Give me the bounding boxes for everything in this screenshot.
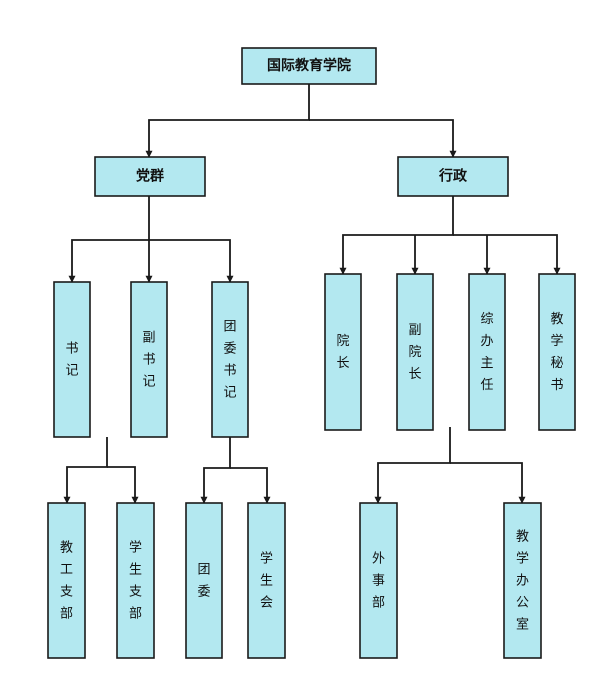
node-party: 党群 — [94, 156, 206, 197]
node-admin-label: 行政 — [438, 168, 468, 185]
node-teaching-office-box — [503, 502, 542, 659]
node-student-union-label: 学生会 — [260, 550, 273, 610]
node-dean-label: 院长 — [336, 334, 349, 371]
node-vice-dean-label: 副院长 — [408, 323, 421, 382]
node-staff-branch-label: 教工支部 — [60, 539, 73, 621]
node-deputy-secretary-label: 副书记 — [142, 330, 155, 389]
node-office-director: 综办主任 — [468, 273, 506, 431]
node-dean: 院长 — [324, 273, 362, 431]
node-admin: 行政 — [397, 156, 509, 197]
edge-admin-to-teaching-secretary — [453, 234, 561, 275]
edge-party-to-league-secretary — [149, 239, 234, 283]
edge-secretary-to-student-branch — [107, 466, 139, 504]
node-student-branch: 学生支部 — [116, 502, 155, 659]
node-student-union: 学生会 — [247, 502, 286, 659]
node-office-director-box — [468, 273, 506, 431]
node-league-secretary: 团委书记 — [211, 281, 249, 438]
edge-party-to-secretary — [68, 196, 150, 283]
node-party-box — [94, 156, 206, 197]
node-staff-branch: 教工支部 — [47, 502, 86, 659]
edge-admin-group-to-teaching-office — [450, 462, 526, 504]
node-teaching-secretary: 教学秘书 — [538, 273, 576, 431]
node-league-secretary-label: 团委书记 — [223, 319, 236, 400]
edge-secretary-to-staff-branch — [63, 437, 108, 504]
node-dean-box — [324, 273, 362, 431]
node-student-branch-box — [116, 502, 155, 659]
node-foreign-affairs: 外事部 — [359, 502, 398, 659]
node-secretary-box — [53, 281, 91, 438]
node-deputy-secretary: 副书记 — [130, 281, 168, 438]
connectors — [63, 84, 561, 504]
node-vice-dean: 副院长 — [396, 273, 434, 431]
node-secretary: 书记 — [53, 281, 91, 438]
node-party-label: 党群 — [136, 168, 164, 185]
node-teaching-office: 教学办公室 — [503, 502, 542, 659]
node-office-director-label: 综办主任 — [480, 312, 493, 393]
edge-admin-to-dean — [339, 196, 454, 275]
node-youth-league-label: 团委 — [197, 562, 210, 599]
node-staff-branch-box — [47, 502, 86, 659]
node-root-box — [241, 47, 377, 85]
node-admin-box — [397, 156, 509, 197]
node-student-union-box — [247, 502, 286, 659]
edge-league-to-youth-league — [200, 437, 231, 504]
node-youth-league-box — [185, 502, 223, 659]
edge-root-to-admin — [309, 119, 457, 158]
node-deputy-secretary-box — [130, 281, 168, 438]
node-root: 国际教育学院 — [241, 47, 377, 85]
node-root-label: 国际教育学院 — [267, 57, 351, 74]
edge-root-to-party — [145, 84, 310, 158]
node-teaching-secretary-label: 教学秘书 — [550, 311, 563, 393]
node-student-branch-label: 学生支部 — [129, 539, 142, 621]
node-league-secretary-box — [211, 281, 249, 438]
edge-league-to-student-union — [230, 467, 271, 504]
node-foreign-affairs-label: 外事部 — [372, 551, 385, 610]
node-vice-dean-box — [396, 273, 434, 431]
node-youth-league: 团委 — [185, 502, 223, 659]
node-teaching-secretary-box — [538, 273, 576, 431]
node-foreign-affairs-box — [359, 502, 398, 659]
edge-admin-group-to-foreign-affairs — [374, 427, 451, 504]
node-teaching-office-label: 教学办公室 — [516, 528, 529, 632]
node-secretary-label: 书记 — [65, 341, 78, 378]
